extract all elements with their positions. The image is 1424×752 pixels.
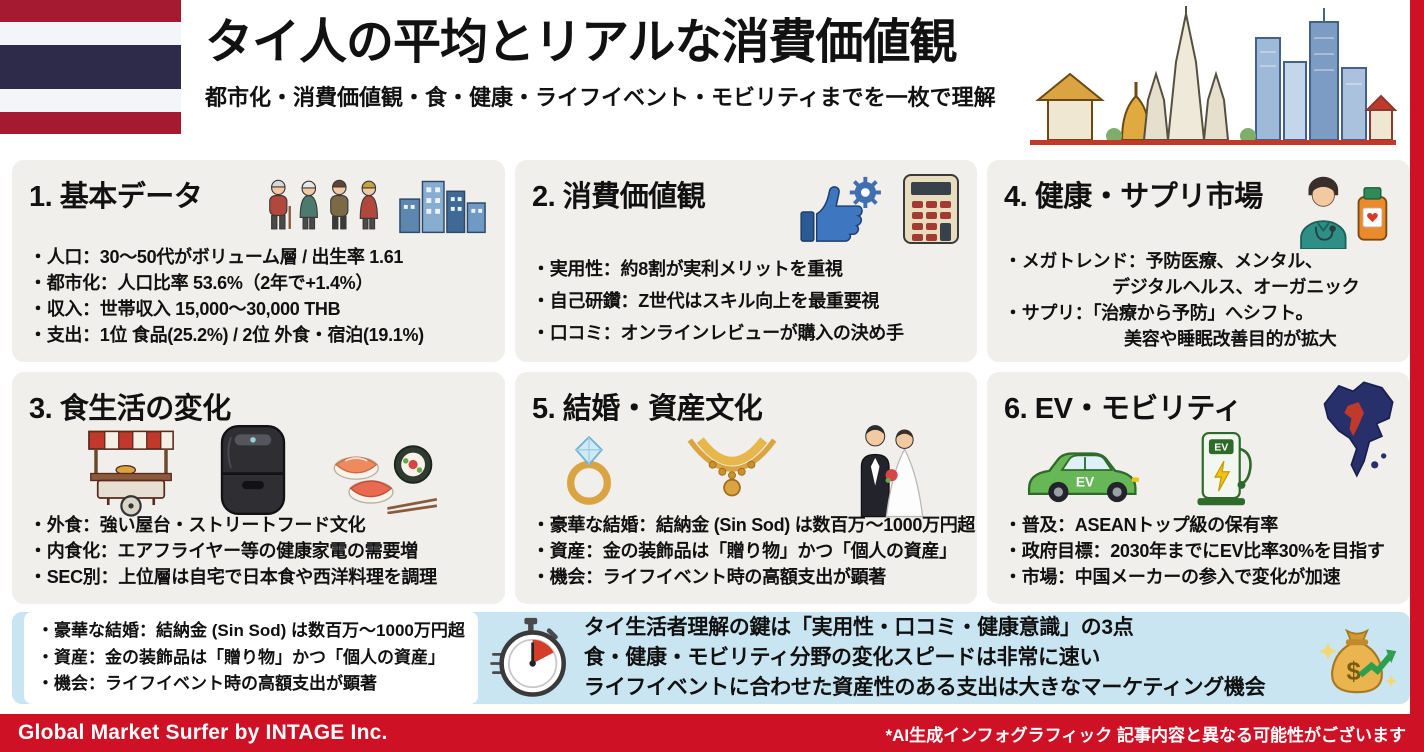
bullet: デジタルヘルス、オーガニック [1112,276,1360,297]
ev-charger-icon: EV [1197,432,1252,506]
flag-stripe-white [0,89,181,112]
money-bag-icon: $ [1319,628,1398,694]
bullet: ・都市化：人口比率 53.6%（2年で+1.4%） [29,273,374,294]
thai-flag-icon [0,0,181,134]
air-fryer-icon [220,425,285,516]
summary-key-line: ライフイベントに合わせた資産性のある支出は大きなマーケティング機会 [583,675,1266,699]
card-title: 4. 健康・サプリ市場 [1004,181,1263,213]
stopwatch-icon [490,617,566,697]
page-title: タイ人の平均とリアルな消費価値観 [205,16,958,69]
bullet: ・SEC別：上位層は自宅で日本食や西洋料理を調理 [29,567,437,588]
flag-stripe-white [0,22,181,45]
flag-stripe-blue [0,44,181,90]
footer-disclaimer: *AI生成インフォグラフィック 記事内容と異なる可能性がございます [885,725,1407,745]
bullet: ・口コミ：オンラインレビューが購入の決め手 [532,322,904,343]
bullet: ・資産：金の装飾品は「贈り物」かつ「個人の資産」 [532,541,957,562]
thailand-map-icon [1323,381,1394,478]
card-health-supplement: 4. 健康・サプリ市場 [987,160,1410,362]
card-consumer-values: 2. 消費価値観 [515,160,977,362]
bullet: 美容や睡眠改善目的が拡大 [1124,328,1337,349]
bullet: ・収入：世帯収入 15,000〜30,000 THB [29,299,341,320]
doctor-supplement-icon [1300,176,1388,249]
ev-car-icon: EV [1027,452,1140,503]
bangkok-skyline-icon [1030,6,1398,145]
bullet: ・支出：1位 食品(25.2%) / 2位 外食・宿泊(19.1%) [29,325,424,346]
card-ev-mobility: 6. EV・モビリティ EV [987,372,1410,604]
footer-bar: Global Market Surfer by INTAGE Inc. *AI生… [0,714,1424,752]
bullet: ・人口：30〜50代がボリューム層 / 出生率 1.61 [29,247,404,268]
thumbs-up-gear-icon [800,176,881,242]
bullet: ・豪華な結婚：結納金 (Sin Sod) は数百万〜1000万円超 [532,515,976,536]
cards-grid: 1. 基本データ [12,160,1410,604]
bullet: ・外食：強い屋台・ストリートフード文化 [29,515,366,536]
flag-stripe-red [0,111,181,134]
card-title: 6. EV・モビリティ [1004,393,1242,425]
ev-charger-label: EV [1214,442,1228,454]
summary-highlight-box: ・豪華な結婚：結納金 (Sin Sod) は数百万〜1000万円超 ・資産：金の… [24,612,478,704]
bullet: ・市場：中国メーカーの参入で変化が加速 [1004,567,1341,588]
card-title: 3. 食生活の変化 [29,393,231,425]
bullet: ・サプリ：「治療から予防」へシフト。 [1004,302,1314,323]
footer-brand: Global Market Surfer by INTAGE Inc. [18,721,388,744]
summary-key-line: タイ生活者理解の鍵は「実用性・口コミ・健康意識」の3点 [583,616,1134,640]
bullet: ・普及：ASEANトップ級の保有率 [1004,515,1278,536]
bullet: ・メガトレンド：予防医療、メンタル、 [1004,251,1323,271]
summary-box-line: ・機会：ライフイベント時の高額支出が顕著 [37,674,377,694]
card-basic-data: 1. 基本データ [12,160,505,362]
summary-key-messages: タイ生活者理解の鍵は「実用性・口コミ・健康意識」の3点 食・健康・モビリティ分野… [580,613,1304,702]
flag-stripe-red [0,0,181,23]
summary-band: ・豪華な結婚：結納金 (Sin Sod) は数百万〜1000万円超 ・資産：金の… [12,612,1410,704]
street-food-cart-icon [87,430,174,517]
bullet: ・機会：ライフイベント時の高額支出が顕著 [532,567,886,588]
elderly-family-icon [269,179,378,230]
summary-key-line: 食・健康・モビリティ分野の変化スピードは非常に速い [583,646,1101,670]
page-subtitle: 都市化・消費価値観・食・健康・ライフイベント・モビリティまでを一枚で理解 [205,84,996,110]
card-food-life: 3. 食生活の変化 [12,372,505,604]
money-bag-dollar-label: $ [1346,658,1360,686]
card-marriage-assets: 5. 結婚・資産文化 [515,372,977,604]
diamond-ring-icon [567,435,611,505]
calculator-icon [903,174,959,244]
summary-box-line: ・資産：金の装飾品は「贈り物」かつ「個人の資産」 [37,647,445,667]
header: タイ人の平均とリアルな消費価値観 都市化・消費価値観・食・健康・ライフイベント・… [205,16,996,112]
city-buildings-icon [399,180,486,234]
summary-box-line: ・豪華な結婚：結納金 (Sin Sod) は数百万〜1000万円超 [37,621,465,641]
bullet: ・実用性：約8割が実利メリットを重視 [532,258,843,279]
gold-necklace-icon [687,437,777,497]
card-title: 1. 基本データ [29,181,203,213]
card-title: 5. 結婚・資産文化 [532,393,763,425]
sushi-icon [333,445,437,515]
bullet: ・自己研鑽：Z世代はスキル向上を最重要視 [532,290,879,311]
ev-car-label: EV [1076,475,1095,490]
wedding-couple-icon [860,425,924,518]
bullet: ・政府目標：2030年までにEV比率30%を目指す [1004,541,1385,562]
right-accent-strip [1410,0,1424,752]
bullet: ・内食化：エアフライヤー等の健康家電の需要増 [29,541,418,562]
card-title: 2. 消費価値観 [532,181,706,213]
